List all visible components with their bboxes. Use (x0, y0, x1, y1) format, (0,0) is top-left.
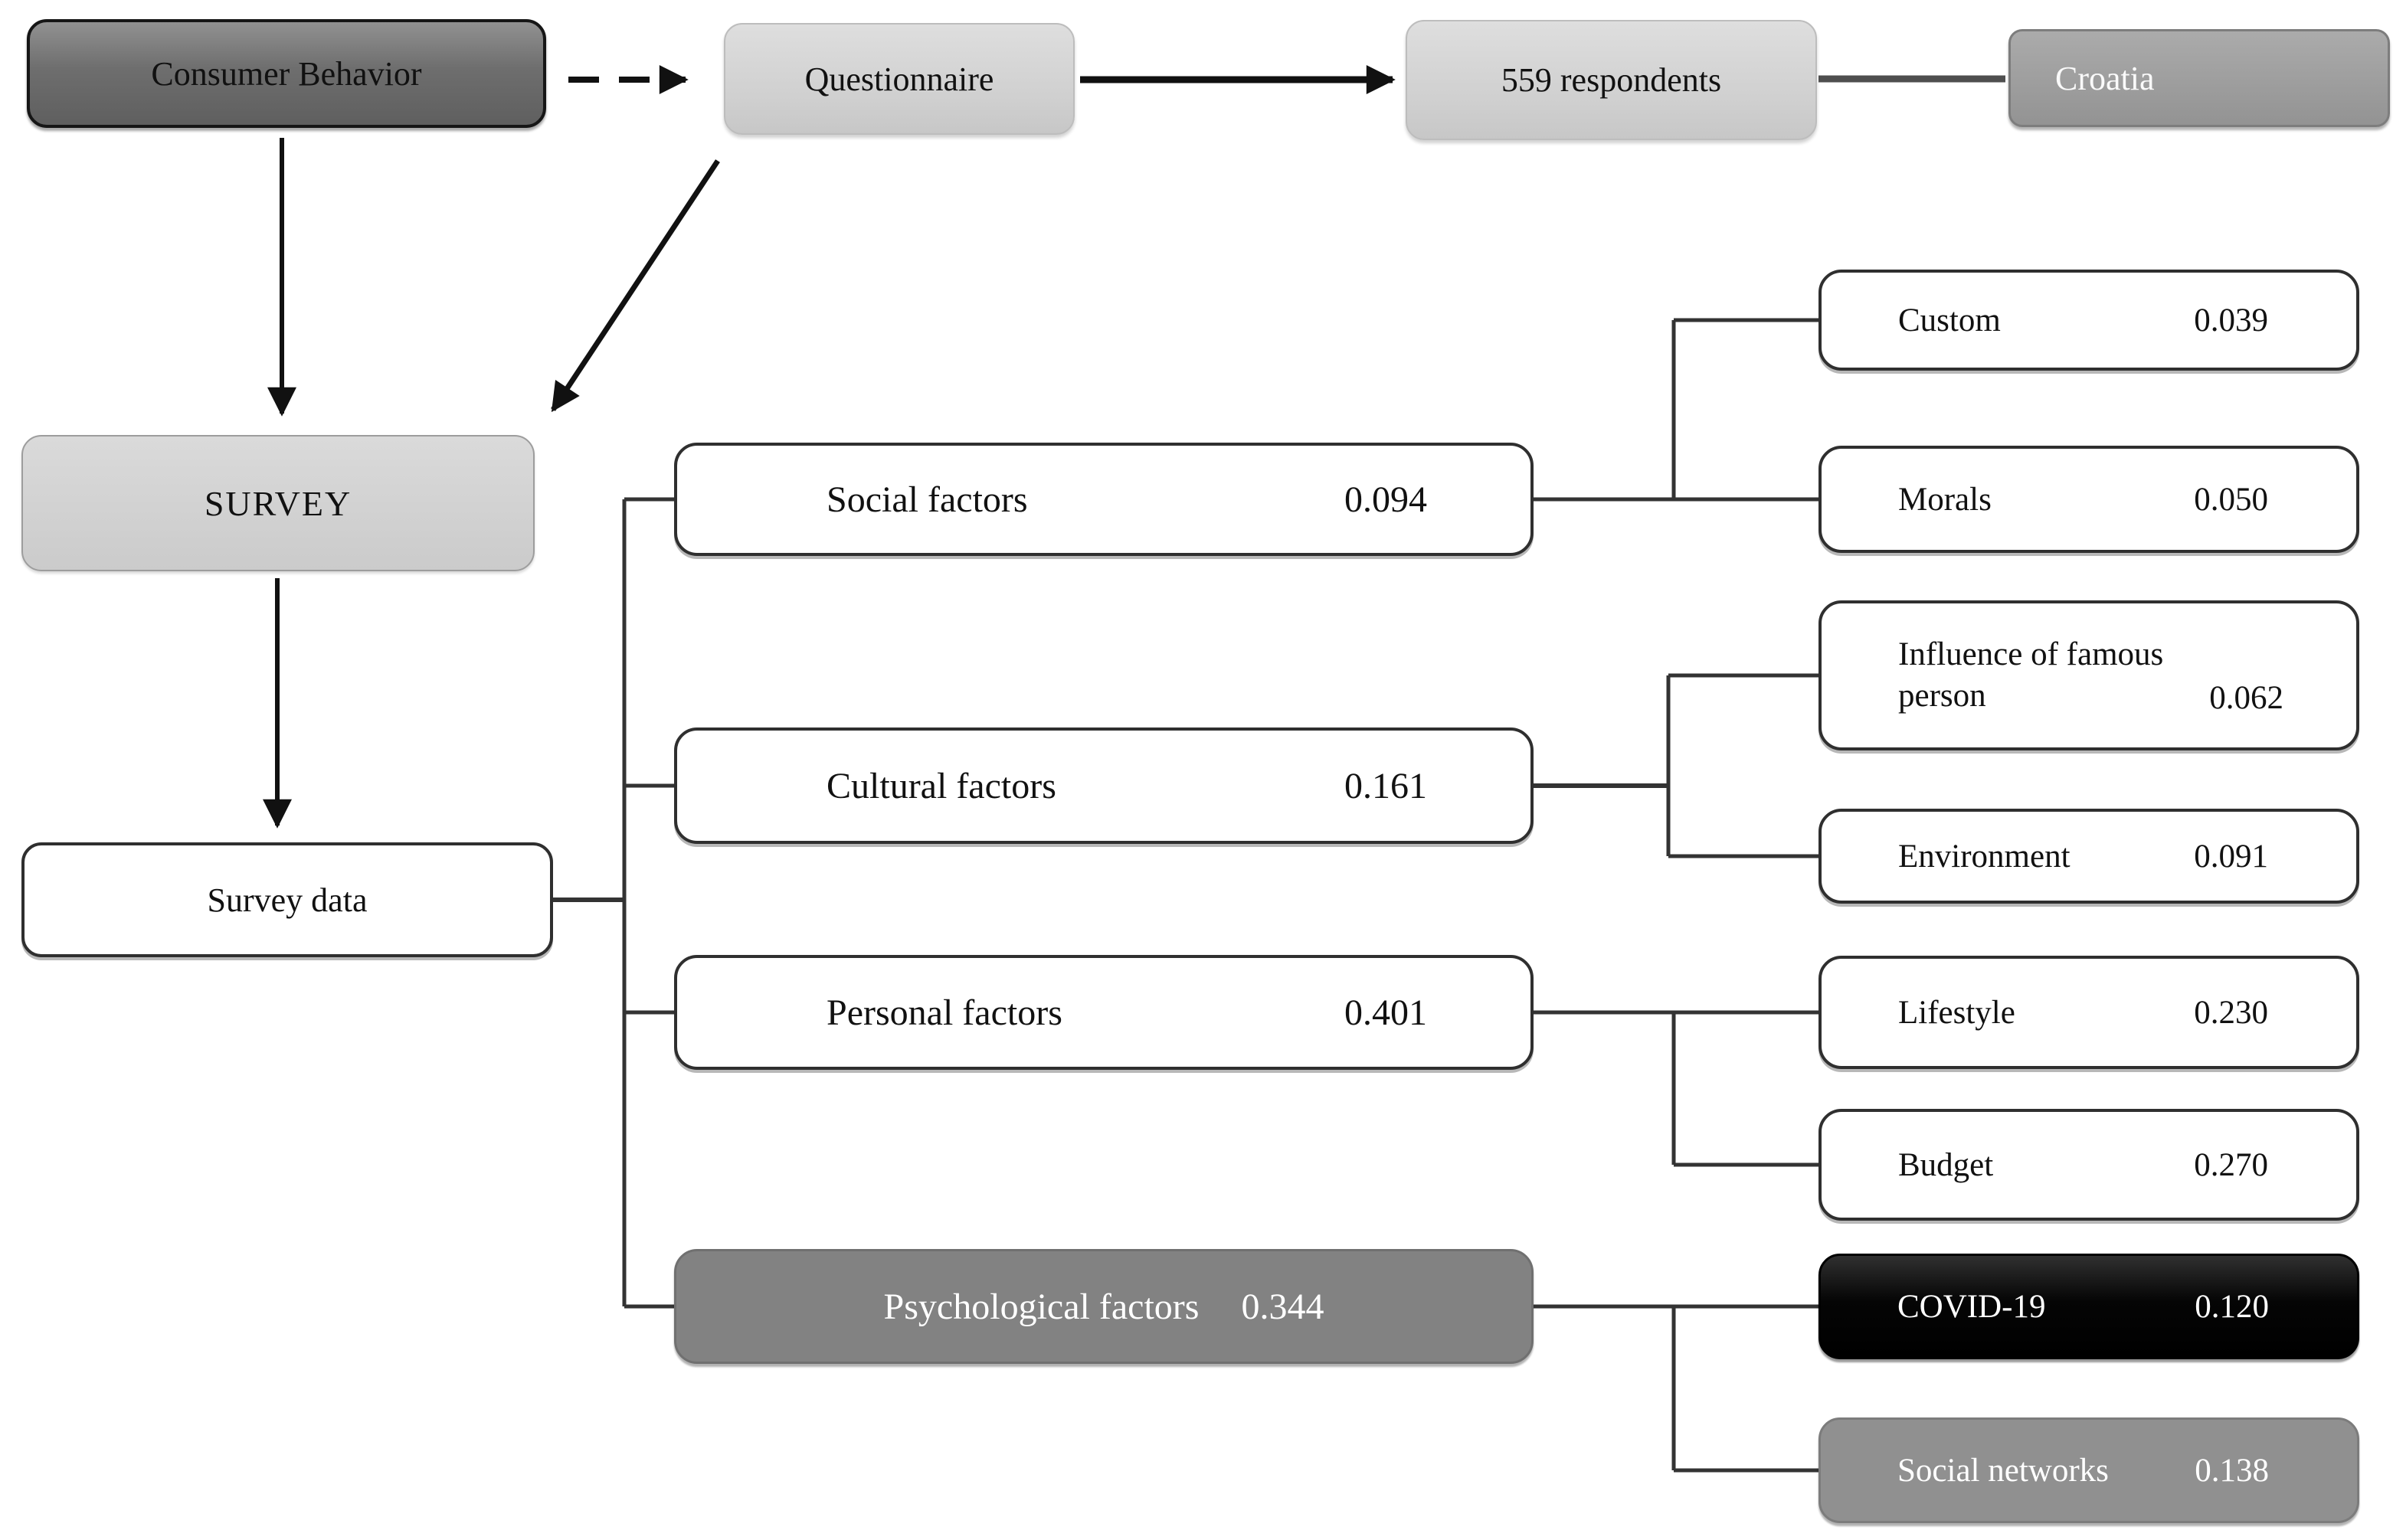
node-559-respondents: 559 respondents (1406, 20, 1817, 140)
custom-label: Custom (1898, 302, 2001, 338)
croatia-label: Croatia (2055, 59, 2155, 97)
personal-factors-row: Personal factors 0.401 (677, 992, 1530, 1034)
node-consumer-behavior: Consumer Behavior (27, 19, 546, 128)
influence-value: 0.062 (2209, 679, 2283, 716)
node-morals: Morals 0.050 (1818, 446, 2359, 553)
arrow-questionnaire-to-survey (551, 159, 720, 413)
cultural-factors-row: Cultural factors 0.161 (677, 765, 1530, 807)
lifestyle-label: Lifestyle (1898, 994, 2015, 1031)
node-psychological-factors: Psychological factors 0.344 (674, 1249, 1534, 1364)
node-personal-factors: Personal factors 0.401 (674, 955, 1534, 1070)
custom-row: Custom 0.039 (1822, 302, 2356, 339)
influence-label: Influence of famous person (1898, 636, 2164, 714)
morals-row: Morals 0.050 (1822, 481, 2356, 518)
node-survey-data: Survey data (21, 842, 553, 957)
morals-value: 0.050 (2194, 481, 2268, 518)
covid-row: COVID-19 0.120 (1821, 1288, 2357, 1326)
covid-value: 0.120 (2195, 1288, 2269, 1325)
morals-label: Morals (1898, 481, 1992, 518)
node-influence-of-famous-person: Influence of famous person 0.062 (1818, 600, 2359, 750)
cultural-factors-label: Cultural factors (827, 765, 1056, 806)
social-networks-value: 0.138 (2195, 1452, 2269, 1489)
node-social-networks: Social networks 0.138 (1818, 1417, 2359, 1523)
node-survey: SURVEY (21, 435, 535, 571)
lifestyle-value: 0.230 (2194, 994, 2268, 1031)
environment-label: Environment (1898, 838, 2071, 875)
influence-row: Influence of famous person 0.062 (1822, 634, 2356, 717)
node-custom: Custom 0.039 (1818, 270, 2359, 371)
social-networks-row: Social networks 0.138 (1821, 1452, 2357, 1489)
survey-data-label: Survey data (207, 881, 368, 919)
node-croatia: Croatia (2008, 29, 2390, 127)
node-environment: Environment 0.091 (1818, 809, 2359, 904)
node-budget: Budget 0.270 (1818, 1109, 2359, 1221)
questionnaire-label: Questionnaire (804, 60, 994, 98)
node-questionnaire: Questionnaire (724, 23, 1075, 135)
node-covid-19: COVID-19 0.120 (1818, 1254, 2359, 1359)
personal-factors-label: Personal factors (827, 992, 1062, 1033)
survey-label: SURVEY (204, 483, 352, 523)
psychological-factors-row: Psychological factors 0.344 (676, 1286, 1531, 1328)
node-cultural-factors: Cultural factors 0.161 (674, 727, 1534, 844)
lifestyle-row: Lifestyle 0.230 (1822, 994, 2356, 1032)
environment-row: Environment 0.091 (1822, 838, 2356, 875)
psychological-factors-label: Psychological factors (883, 1286, 1200, 1327)
psychological-factors-value: 0.344 (1241, 1286, 1324, 1327)
consumer-behavior-label: Consumer Behavior (151, 54, 422, 93)
budget-row: Budget 0.270 (1822, 1146, 2356, 1184)
environment-value: 0.091 (2194, 838, 2268, 875)
social-factors-row: Social factors 0.094 (677, 479, 1530, 521)
social-factors-label: Social factors (827, 479, 1028, 520)
covid-label: COVID-19 (1897, 1288, 2046, 1325)
budget-value: 0.270 (2194, 1146, 2268, 1183)
social-networks-label: Social networks (1897, 1452, 2109, 1489)
respondents-label: 559 respondents (1501, 61, 1722, 99)
cultural-factors-value: 0.161 (1344, 765, 1427, 806)
node-social-factors: Social factors 0.094 (674, 443, 1534, 556)
node-lifestyle: Lifestyle 0.230 (1818, 956, 2359, 1069)
budget-label: Budget (1898, 1146, 1994, 1183)
social-factors-value: 0.094 (1344, 479, 1427, 520)
personal-factors-value: 0.401 (1344, 992, 1427, 1033)
custom-value: 0.039 (2194, 302, 2268, 338)
